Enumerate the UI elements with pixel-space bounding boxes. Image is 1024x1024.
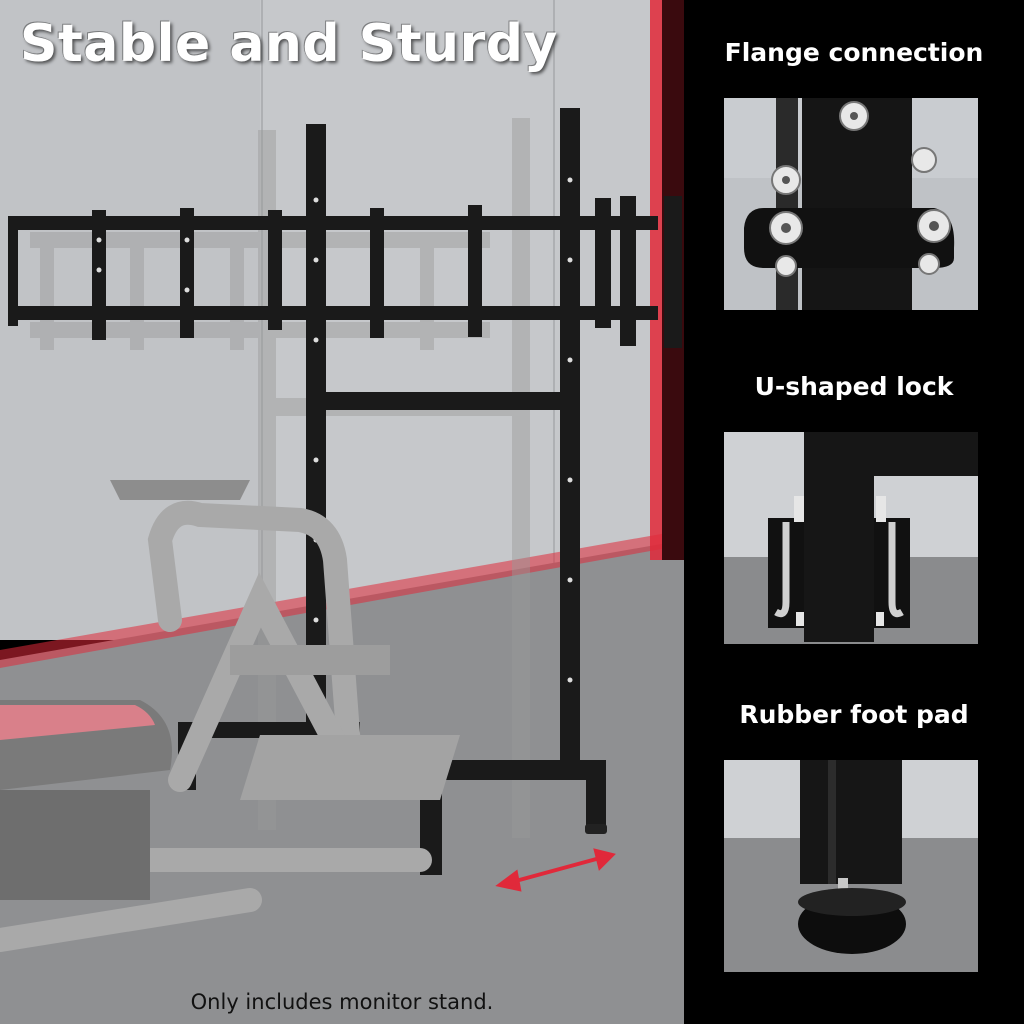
monitor-stand-illustration <box>0 0 684 1024</box>
product-scene: Stable and Sturdy Only includes monitor … <box>0 0 684 1024</box>
feature-title-u-lock: U-shaped lock <box>754 372 954 401</box>
u-shaped-lock-photo-icon <box>724 432 978 644</box>
feature-title-flange: Flange connection <box>724 38 984 67</box>
headline: Stable and Sturdy <box>20 14 558 74</box>
rubber-foot-pad-photo-icon <box>724 760 978 972</box>
feature-panel: Flange connection U-shaped lock <box>684 0 1024 1024</box>
flange-connection-photo-icon <box>724 98 978 310</box>
footnote: Only includes monitor stand. <box>190 990 494 1014</box>
feature-title-foot-pad: Rubber foot pad <box>739 700 969 729</box>
